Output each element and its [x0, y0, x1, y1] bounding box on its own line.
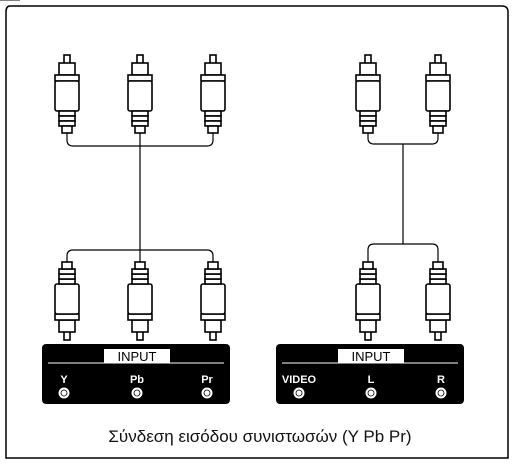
input-panel-left: INPUT Y Pb Pr [42, 344, 230, 404]
jack-label-l: L [368, 374, 375, 386]
jack-r[interactable] [434, 386, 448, 400]
plug-bottom-l [355, 261, 381, 341]
wire-top-right [367, 133, 439, 145]
plug-bottom-pr [200, 261, 226, 341]
plug-top-l [355, 54, 381, 134]
jack-l[interactable] [364, 386, 378, 400]
jack-label-r: R [437, 374, 445, 386]
input-panel-right: INPUT VIDEO L R [276, 344, 464, 404]
plug-bottom-r [425, 261, 451, 341]
jack-label-pb: Pb [130, 374, 144, 386]
plug-bottom-pb [127, 261, 153, 341]
wire-bottom-right [367, 243, 439, 262]
input-panel-left-title: INPUT [118, 349, 157, 364]
jack-label-video: VIDEO [282, 374, 317, 386]
jack-label-pr: Pr [201, 374, 213, 386]
plug-top-pr [200, 54, 226, 134]
jack-video[interactable] [292, 386, 306, 400]
outer-frame [5, 5, 509, 459]
jack-pb[interactable] [130, 386, 144, 400]
plug-top-pb [127, 54, 153, 134]
plug-top-y [54, 54, 80, 134]
input-panel-right-title: INPUT [352, 349, 391, 364]
plug-top-r [425, 54, 451, 134]
plug-bottom-y [54, 261, 80, 341]
jack-label-y: Y [60, 374, 68, 386]
jack-pr[interactable] [200, 386, 214, 400]
diagram-caption: Σύνδεση εισόδου συνιστωσών (Y Pb Pr) [108, 427, 411, 446]
jack-y[interactable] [57, 386, 71, 400]
